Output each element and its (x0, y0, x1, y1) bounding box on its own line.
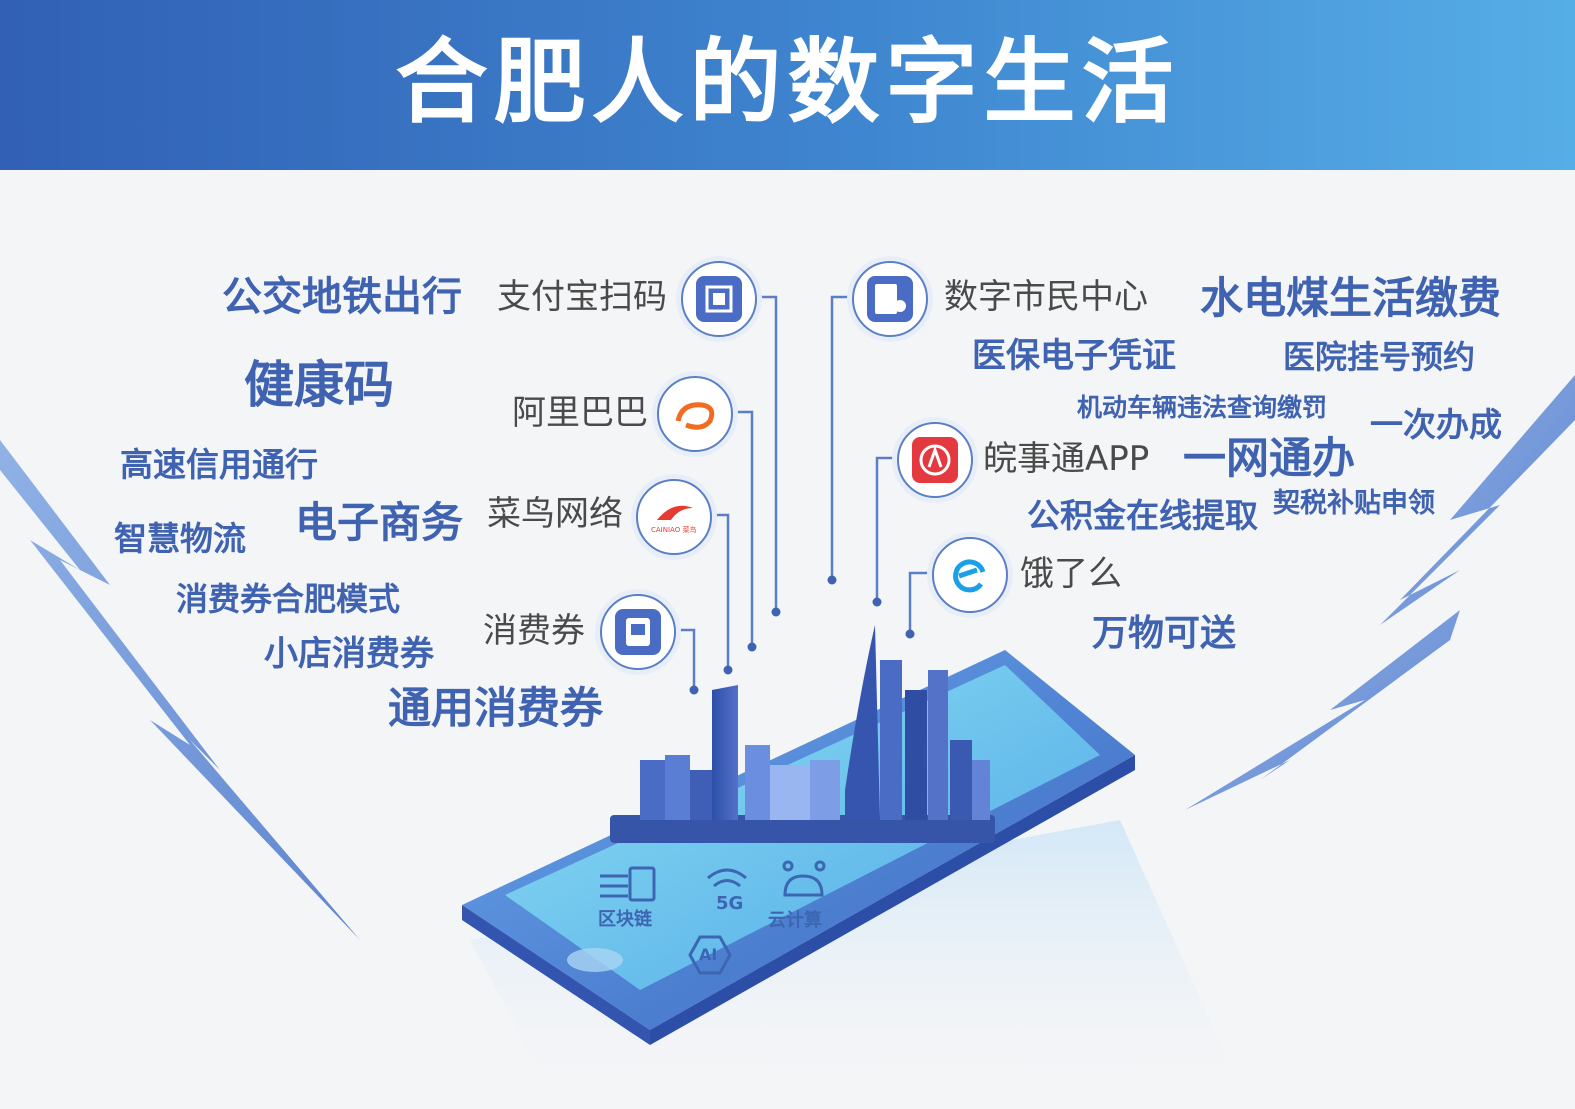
citizen-node (852, 261, 928, 337)
keyword-coupon-mode: 消费券合肥模式 (176, 580, 401, 618)
eleme-node (932, 537, 1008, 613)
coupon-node (600, 594, 676, 670)
tech-label-cloud: 云计算 (768, 910, 822, 931)
keyword-utilities: 水电煤生活缴费 (1200, 274, 1501, 324)
keyword-ecommerce: 电子商务 (295, 498, 464, 547)
header-banner: 合肥人的数字生活 (0, 0, 1575, 170)
keyword-general-coupon: 通用消费券 (388, 684, 603, 734)
connector-dots (689, 575, 915, 695)
light-beam (470, 820, 1250, 1109)
5g-icon (707, 868, 747, 888)
keyword-tax: 契税补贴申领 (1273, 488, 1435, 519)
eleme-logo-icon (947, 552, 993, 598)
keyword-logistics: 智慧物流 (114, 519, 246, 558)
keyword-shop-coupon: 小店消费券 (264, 634, 434, 674)
cloud-icon (782, 860, 826, 897)
coupon-icon (615, 609, 661, 655)
service-label-wanshitong: 皖事通APP (983, 439, 1150, 479)
page-title: 合肥人的数字生活 (395, 29, 1180, 136)
keyword-delivery: 万物可送 (1092, 613, 1237, 654)
connector-lines (674, 295, 932, 688)
alibaba-node (657, 376, 733, 452)
service-label-alipay: 支付宝扫码 (497, 277, 667, 317)
keyword-medical-cert: 医保电子凭证 (972, 336, 1176, 376)
keyword-health-code: 健康码 (244, 356, 394, 414)
keyword-one-net: 一网通办 (1183, 434, 1355, 484)
keyword-highway: 高速信用通行 (120, 445, 318, 484)
service-label-coupon: 消费券 (483, 611, 585, 651)
keyword-transit: 公交地铁出行 (222, 274, 462, 320)
keyword-fund: 公积金在线提取 (1027, 496, 1258, 535)
city-skyline (610, 625, 995, 843)
cainiao-logo-icon: CAINIAO 菜鸟网络 (651, 494, 710, 540)
keyword-once: 一次办成 (1370, 405, 1502, 444)
right-lightning-bolt-upper (1380, 375, 1575, 625)
qr-code-icon (696, 276, 742, 322)
tech-label-5g: 5G (716, 893, 744, 914)
wanshitong-node (897, 422, 973, 498)
citizen-card-icon (867, 276, 913, 322)
service-label-eleme: 饿了么 (1020, 554, 1122, 594)
left-lightning-bolt (0, 440, 360, 940)
keyword-hospital: 医院挂号预约 (1283, 338, 1476, 376)
wanshitong-logo-icon (912, 437, 958, 483)
tech-label-blockchain: 区块链 (598, 909, 652, 930)
blockchain-icon (600, 866, 656, 902)
service-label-citizen: 数字市民中心 (944, 277, 1148, 317)
keyword-vehicle: 机动车辆违法查询缴罚 (1077, 393, 1328, 422)
service-label-cainiao: 菜鸟网络 (487, 494, 623, 534)
svg-text:CAINIAO 菜鸟网络: CAINIAO 菜鸟网络 (651, 525, 697, 534)
alipay-node (681, 261, 757, 337)
alibaba-logo-icon (672, 391, 718, 437)
cainiao-node: CAINIAO 菜鸟网络 (636, 479, 712, 555)
tech-label-ai: AI (699, 945, 718, 964)
ai-icon (688, 935, 732, 975)
service-label-alibaba: 阿里巴巴 (512, 393, 648, 433)
